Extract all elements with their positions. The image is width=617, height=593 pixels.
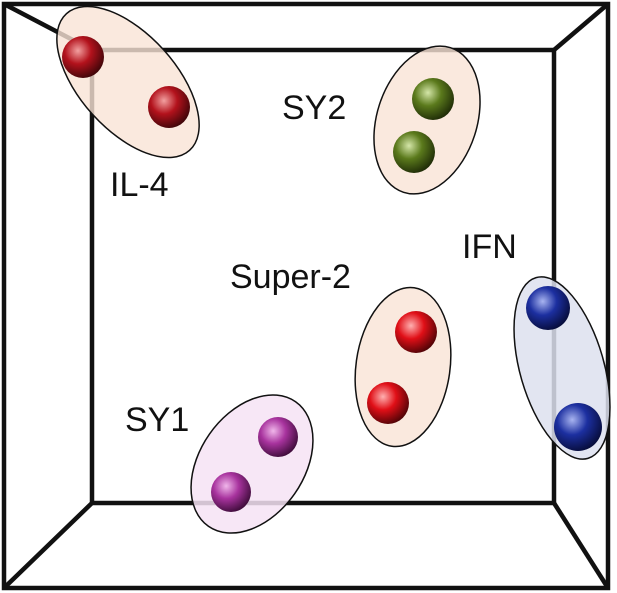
ifn-point-2 (554, 403, 602, 451)
ifn-point-1 (526, 286, 570, 330)
cluster-ifn: IFN (462, 228, 611, 460)
cluster-super2-label: Super-2 (230, 258, 351, 296)
cube-edge-top-right (552, 2, 610, 52)
il4-point-1 (62, 36, 104, 78)
sy2-point-2 (393, 131, 435, 173)
cluster-super2-ellipse (354, 286, 452, 448)
cluster-il4-ellipse (56, 5, 200, 159)
super2-point-1 (395, 311, 437, 353)
cluster-sy2-label: SY2 (282, 89, 346, 127)
cluster-sy2: SY2 (282, 45, 481, 195)
cube-inner-face (89, 47, 557, 506)
cluster-ifn-label: IFN (462, 228, 517, 266)
cube-edge-bottom-left (2, 501, 94, 590)
cluster-il4: IL-4 (56, 5, 200, 204)
super2-point-2 (367, 382, 409, 424)
cluster-il4-label: IL-4 (110, 166, 169, 204)
cluster-sy1-label: SY1 (125, 401, 189, 439)
sy2-point-1 (412, 78, 454, 120)
cluster-sy2-ellipse (373, 45, 481, 195)
sy1-point-1 (258, 417, 298, 457)
cluster-super2: Super-2 (230, 258, 452, 448)
il4-point-2 (148, 86, 190, 128)
cluster-sy1-ellipse (190, 394, 314, 534)
sy1-point-2 (211, 472, 251, 512)
cluster-sy1: SY1 (125, 394, 314, 534)
cube-edge-bottom-right (552, 501, 610, 590)
